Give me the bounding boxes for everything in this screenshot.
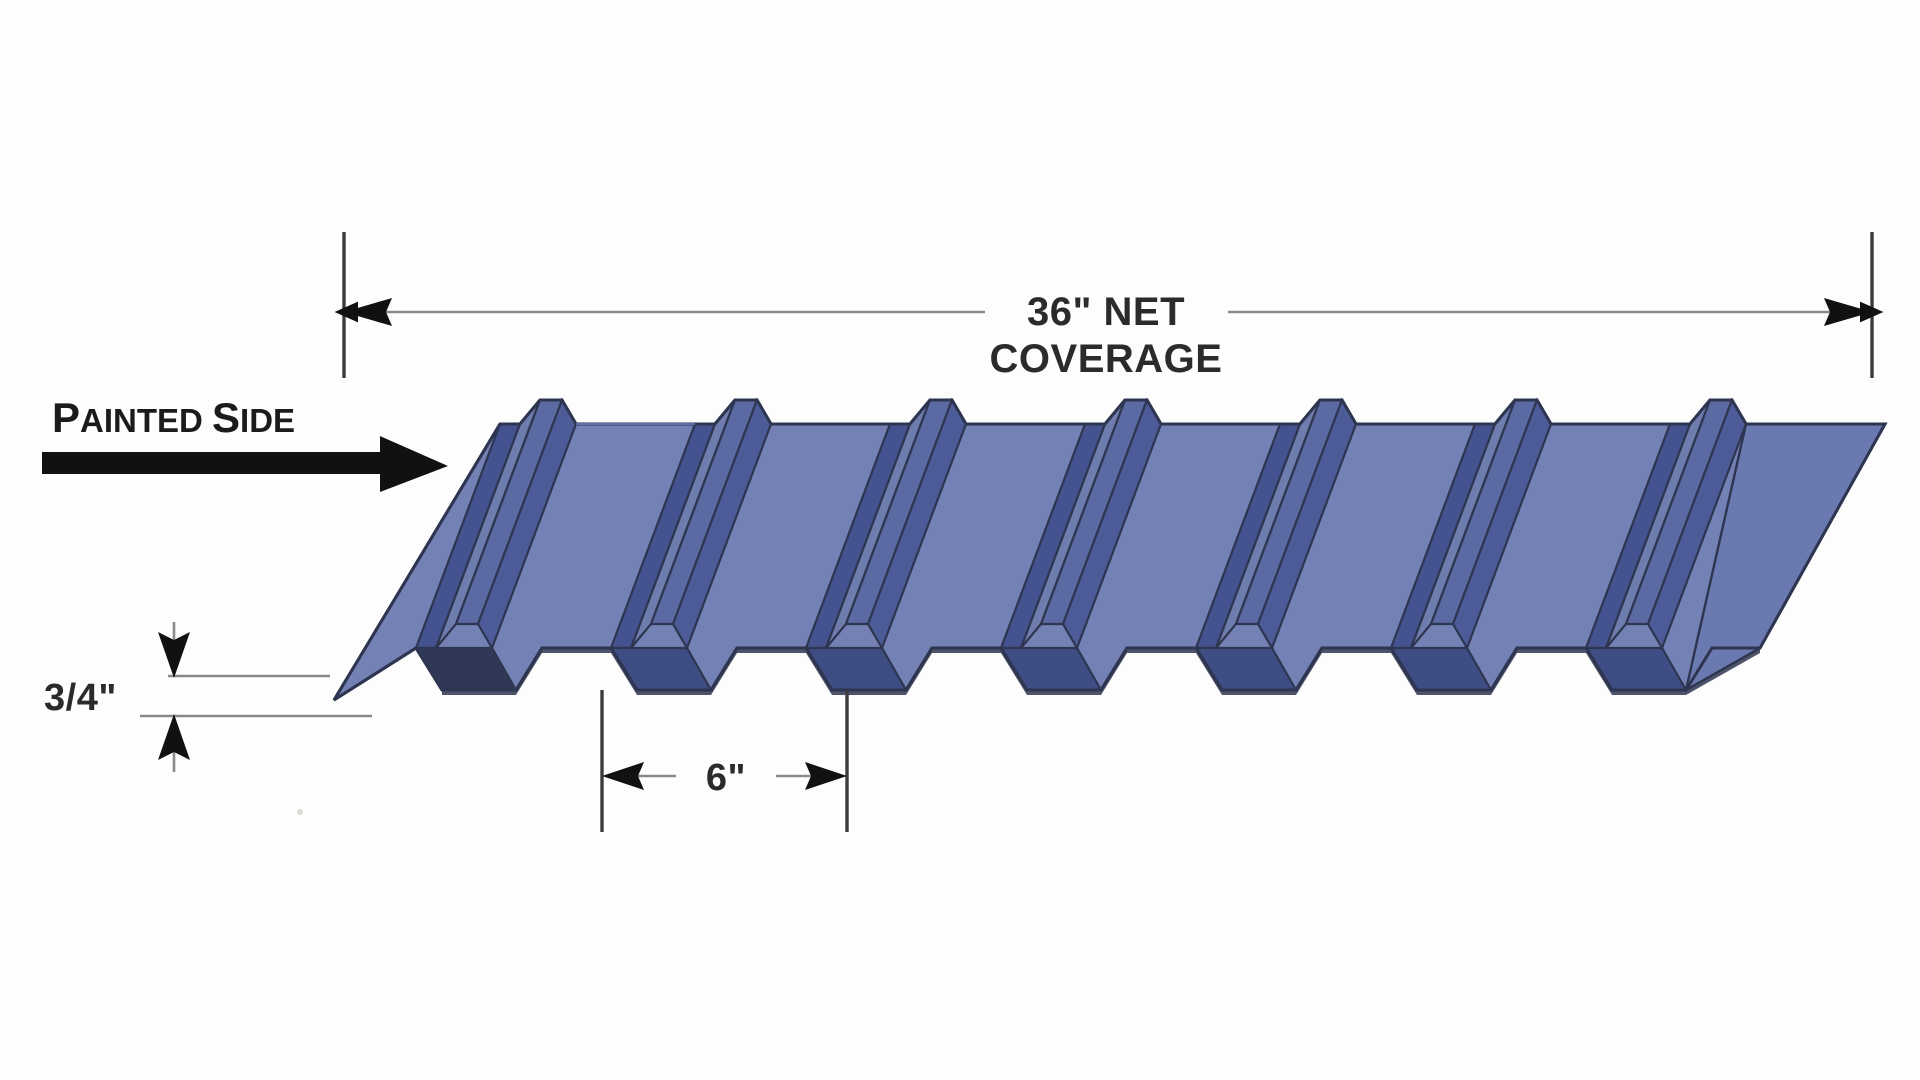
pitch-dim-arrowhead-right	[805, 762, 847, 790]
panel-front-thickness-band	[334, 648, 1760, 700]
pitch-dimension-group: 6"	[600, 690, 849, 832]
height-dimension-group: 3/4"	[44, 622, 372, 772]
panel-rib	[1584, 397, 1748, 692]
pitch-dim-label: 6"	[706, 757, 746, 799]
painted-side-callout: PAINTED SIDE	[42, 394, 448, 492]
width-dim-arrowhead-right	[1824, 298, 1872, 326]
height-dim-label: 3/4"	[44, 677, 117, 719]
width-dim-label-line2: COVERAGE	[990, 337, 1223, 381]
panel-rib	[1389, 397, 1553, 692]
painted-side-label: PAINTED SIDE	[52, 394, 295, 441]
panel-outline-stroke	[332, 398, 1888, 702]
height-dim-arrowhead-bottom	[158, 714, 190, 760]
roof-panel	[332, 397, 1888, 702]
width-dim-arrowhead-left	[344, 298, 392, 326]
width-dim-label-line1: 36" NET	[1027, 290, 1185, 334]
artifact-speck	[297, 809, 303, 815]
width-dimension-group: 36" NET COVERAGE	[334, 232, 1884, 381]
pitch-dim-arrowhead-left	[602, 762, 644, 790]
panel-rib	[804, 397, 968, 692]
panel-rib	[999, 397, 1163, 692]
painted-side-arrow-icon	[42, 436, 448, 492]
height-dim-arrowhead-top	[158, 632, 190, 678]
